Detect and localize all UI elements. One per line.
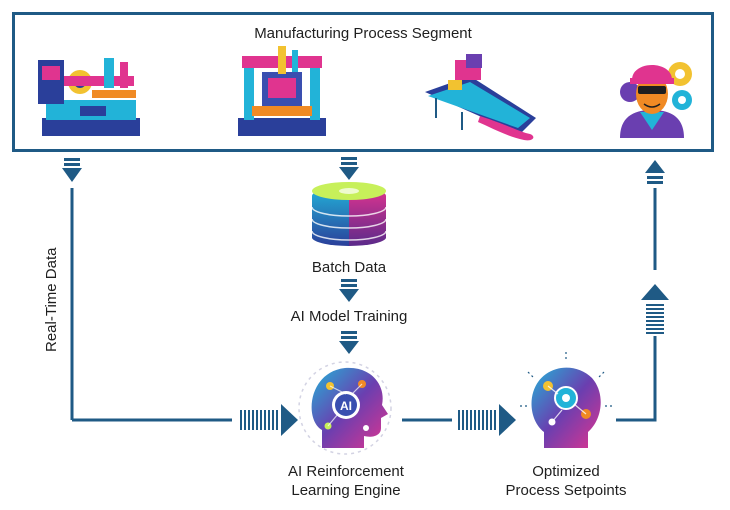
lathe-machine-icon [38, 58, 140, 136]
down-arrow-icon [62, 158, 82, 182]
down-arrow-icon [339, 279, 359, 302]
setpoints-label-line1: Optimized [532, 463, 600, 480]
feedback-path [616, 160, 669, 422]
engine-to-setpoints-connector [402, 404, 516, 436]
ai-badge-text: AI [340, 399, 352, 413]
batch-data-label: Batch Data [311, 259, 387, 276]
ai-head-icon: AI [298, 361, 392, 455]
worker-with-gears-icon [620, 62, 692, 138]
optimized-setpoints-icon [520, 352, 612, 448]
rl-engine-label-line1: AI Reinforcement [288, 463, 404, 480]
setpoints-label-line2: Process Setpoints [505, 482, 627, 499]
segment-title: Manufacturing Process Segment [254, 25, 472, 42]
real-time-data-path [70, 188, 232, 422]
real-time-data-label: Real-Time Data [43, 247, 60, 352]
rl-engine-label: AI Reinforcement Learning Engine [266, 462, 426, 500]
down-arrow-icon [339, 331, 359, 354]
down-arrow-icon [339, 157, 359, 180]
setpoints-label: Optimized Process Setpoints [486, 462, 646, 500]
batch-database-icon [311, 182, 387, 247]
conveyor-machine-icon [425, 54, 536, 141]
press-machine-icon [238, 46, 326, 136]
ai-model-training-label: AI Model Training [290, 308, 408, 325]
right-arrow-icon [240, 404, 298, 436]
rl-engine-label-line2: Learning Engine [291, 482, 401, 499]
manufacturing-segment-frame: Manufacturing Process Segment [12, 12, 714, 152]
up-arrow-icon [645, 160, 665, 184]
